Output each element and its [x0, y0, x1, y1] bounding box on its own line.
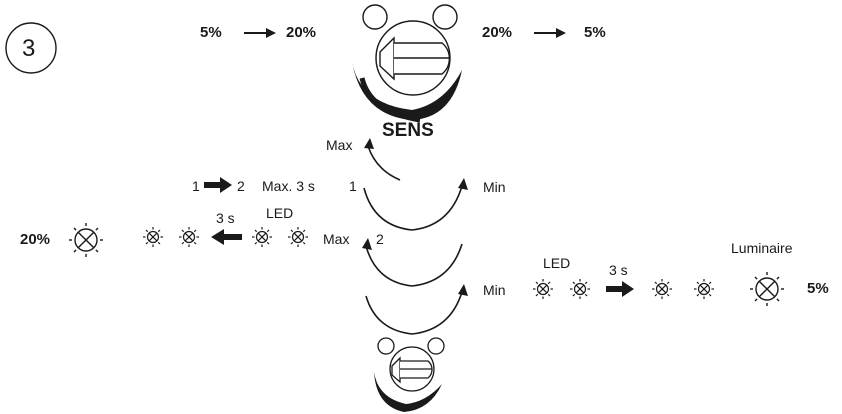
arrow-up-icon: [362, 238, 372, 250]
arrow-right-icon: [204, 177, 232, 193]
arrow-right-icon: [534, 28, 566, 38]
step-circle: [5, 22, 57, 74]
max-label: Max: [326, 137, 353, 153]
right-percent: 5%: [807, 280, 829, 297]
arrow-left-icon: [211, 229, 242, 245]
position-1-label: 1: [349, 178, 357, 194]
arc-max-2: [365, 243, 463, 287]
led-icon: [651, 278, 673, 300]
luminaire-icon: [749, 271, 785, 307]
arrow-up-icon: [458, 284, 468, 296]
knob-dial-icon: [362, 4, 458, 96]
right-led-label: LED: [543, 255, 571, 271]
led-icon: [569, 278, 591, 300]
sequence-from: 1: [192, 178, 200, 194]
led-icon: [693, 278, 715, 300]
top-left-to-percent: 20%: [286, 24, 317, 41]
left-led-label: LED: [266, 205, 294, 221]
top-right-from-percent: 20%: [482, 24, 513, 41]
top-left-from-percent: 5%: [200, 24, 222, 41]
step-number: 3: [22, 35, 36, 62]
left-percent: 20%: [20, 231, 51, 248]
arrow-right-icon: [244, 28, 276, 38]
arc-min-lower: [365, 291, 463, 335]
max-label-2: Max: [323, 231, 350, 247]
arc-min-upper: [363, 185, 463, 231]
knob-dial-icon: [377, 337, 445, 392]
led-icon: [532, 278, 554, 300]
min-label-lower: Min: [483, 282, 506, 298]
right-delay-label: 3 s: [609, 262, 628, 278]
knob-arc-icon: [374, 372, 442, 412]
duration-label: Max. 3 s: [262, 178, 315, 194]
luminaire-label: Luminaire: [731, 240, 793, 256]
arrow-up-icon: [458, 178, 468, 190]
sequence-to: 2: [237, 178, 245, 194]
arrow-up-icon: [364, 138, 374, 149]
luminaire-icon: [68, 222, 104, 258]
arc-max: [367, 145, 401, 181]
led-icon: [142, 226, 164, 248]
knob-label: SENS: [382, 120, 434, 141]
left-delay-label: 3 s: [216, 210, 235, 226]
led-icon: [251, 226, 273, 248]
position-2-label: 2: [376, 231, 384, 247]
arrow-right-icon: [606, 281, 634, 297]
top-right-to-percent: 5%: [584, 24, 606, 41]
led-icon: [178, 226, 200, 248]
min-label-upper: Min: [483, 179, 506, 195]
led-icon: [287, 226, 309, 248]
